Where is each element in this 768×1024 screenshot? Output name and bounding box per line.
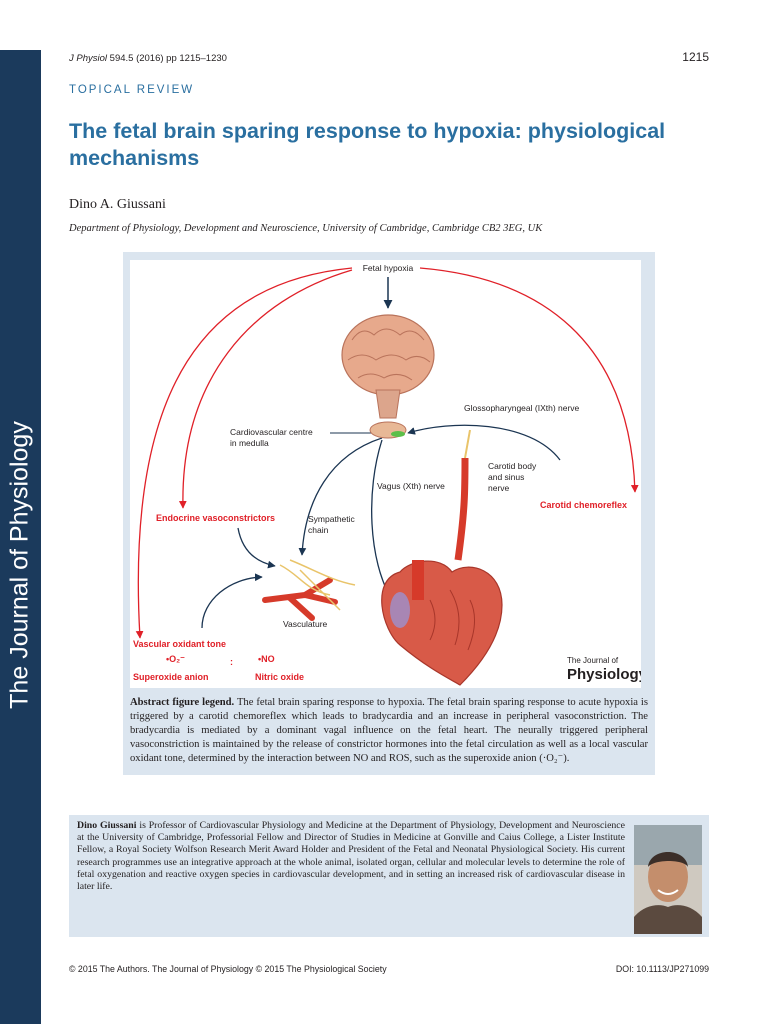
figure-legend: Abstract figure legend. The fetal brain …	[130, 696, 648, 766]
section-label: TOPICAL REVIEW	[69, 84, 195, 96]
copyright-footer: © 2015 The Authors. The Journal of Physi…	[69, 964, 387, 974]
label-carotid-body-1: Carotid body	[488, 461, 537, 471]
article-title: The fetal brain sparing response to hypo…	[69, 119, 666, 170]
label-sympathetic-2: chain	[308, 525, 329, 535]
label-colon: :	[230, 657, 233, 667]
author-affiliation: Department of Physiology, Development an…	[69, 223, 543, 234]
label-carotid-body-2: and sinus	[488, 472, 524, 482]
author-bio-panel	[69, 815, 709, 937]
label-carotid-chemoreflex: Carotid chemoreflex	[540, 500, 627, 510]
arrow-hypoxia-to-chemoreflex	[419, 267, 639, 493]
author-bio: Dino Giussani is Professor of Cardiovasc…	[77, 820, 625, 893]
legend-text: The fetal brain sparing response to hypo…	[130, 697, 648, 764]
logo-big-text: Physiology	[567, 666, 641, 683]
arrow-hypoxia-to-oxidant	[135, 267, 353, 639]
label-superoxide: Superoxide anion	[133, 672, 209, 682]
legend-heading: Abstract figure legend.	[130, 697, 235, 708]
heart-illustration	[381, 560, 503, 686]
label-vagus: Vagus (Xth) nerve	[377, 481, 445, 491]
carotid-artery-illustration	[454, 429, 471, 561]
brain-illustration	[341, 314, 435, 439]
label-no-symbol: •NO	[258, 654, 275, 664]
label-nitric-oxide: Nitric oxide	[255, 672, 304, 682]
label-cv-centre-2: in medulla	[230, 438, 269, 448]
page-number: 1215	[682, 50, 709, 64]
doi-footer: DOI: 10.1113/JP271099	[615, 964, 709, 974]
arrow-oxidant-to-vasculature	[201, 573, 263, 629]
bio-name: Dino Giussani	[77, 820, 137, 831]
arrow-hypoxia-to-endocrine	[178, 269, 353, 509]
label-carotid-body-3: nerve	[488, 483, 510, 493]
citation-details: 594.5 (2016) pp 1215–1230	[109, 53, 227, 64]
label-vasculature: Vasculature	[283, 619, 328, 629]
bio-text: is Professor of Cardiovascular Physiolog…	[77, 820, 626, 893]
arrow-vagus-to-heart	[371, 439, 393, 601]
arrow-endocrine-to-vasculature	[237, 527, 276, 569]
label-o2-symbol: •O₂⁻	[166, 654, 185, 664]
abstract-figure: Fetal hypoxia Cardiovascular centre in m…	[130, 260, 641, 688]
author-name: Dino A. Giussani	[69, 197, 166, 212]
label-endocrine: Endocrine vasoconstrictors	[156, 513, 275, 523]
arrow-glosso-to-medulla	[407, 424, 561, 461]
label-sympathetic-1: Sympathetic	[308, 514, 356, 524]
label-glosso: Glossopharyngeal (IXth) nerve	[464, 403, 580, 413]
journal-abbrev: J Physiol	[69, 53, 108, 64]
label-vascular-oxidant: Vascular oxidant tone	[133, 639, 226, 649]
author-photo	[634, 825, 702, 934]
label-fetal-hypoxia: Fetal hypoxia	[363, 263, 414, 273]
sidebar-journal-title: The Journal of Physiology	[5, 421, 34, 709]
label-cv-centre-1: Cardiovascular centre	[230, 427, 313, 437]
vasculature-illustration	[262, 559, 356, 621]
journal-sidebar: The Journal of Physiology	[0, 50, 41, 1024]
arrow-medulla-to-sympathetic	[298, 437, 383, 556]
citation-line: J Physiol 594.5 (2016) pp 1215–1230	[69, 53, 227, 64]
logo-small-text: The Journal of	[567, 656, 619, 665]
